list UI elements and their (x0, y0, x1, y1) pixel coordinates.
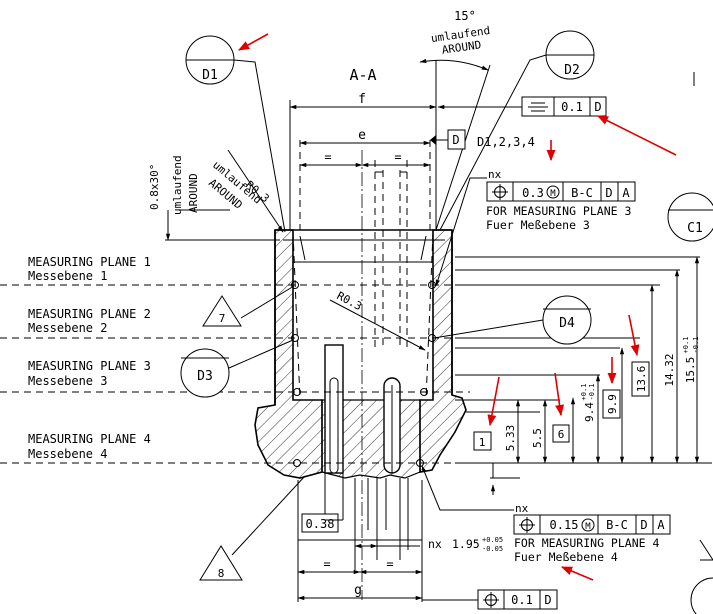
fcf-bottom-value: 0.1 (511, 593, 533, 607)
red-arrow-flatness (596, 115, 677, 156)
balloon-d3-label: D3 (197, 369, 213, 384)
dim-9-9: 9.9 (606, 394, 619, 414)
plane1-de: Messebene 1 (28, 269, 107, 283)
red-annotation-arrows (238, 33, 677, 581)
dim-5-5: 5.5 (531, 428, 544, 448)
angle-value: 15° (454, 9, 476, 23)
pitch-value: 1.95 (452, 537, 480, 551)
fcf-bottom: 0.1 D (422, 589, 558, 610)
balloon-d1: D1 (185, 35, 286, 233)
fcf-flatness: 0.1 D (437, 96, 607, 117)
inner-radius-label: R0.3 (335, 289, 365, 313)
dim-6: 6 (558, 428, 565, 441)
red-arrow-plane4 (560, 566, 594, 581)
pitch-prefix: nx (428, 537, 442, 551)
fcf-plane3-nx: nx (488, 168, 502, 181)
red-arrow-d1 (238, 33, 269, 51)
dim-9-4: 9.4 (583, 402, 596, 422)
dim-15-5-tol-dn: -0.1 (692, 337, 700, 354)
fcf-plane3-datum2: D (605, 186, 612, 200)
chamfer-en: AROUND (187, 173, 200, 213)
fcf-plane4-datum1: B-C (606, 518, 628, 532)
dim-15-5-tol-up: +0.1 (682, 337, 690, 354)
fcf-plane3: nx 0.3 M B-C D A FOR MEASURING PLANE 3 F… (435, 168, 636, 287)
dim-f: f (358, 92, 366, 107)
plane-labels: MEASURING PLANE 1 Messebene 1 MEASURING … (28, 255, 151, 461)
measuring-plane-lines (0, 256, 712, 479)
dim-9-4-tol-dn: -0.1 (588, 384, 596, 401)
dim-1: 1 (479, 436, 486, 449)
fcf-plane3-mod: M (550, 189, 556, 199)
chamfer-value: 0.8x30° (148, 164, 161, 210)
plane4-en: MEASURING PLANE 4 (28, 432, 151, 446)
datum-d-letter: D (452, 133, 459, 147)
dim-0-38: 0.38 (306, 517, 335, 531)
red-arrow-1 (487, 376, 500, 427)
fcf-plane3-de: Fuer Meßebene 3 (486, 218, 590, 232)
angle-en: AROUND (441, 38, 482, 56)
bottom-dimensions: 0.38 nx 1.95 +0.05 -0.05 = = g (297, 513, 503, 601)
plane3-en: MEASURING PLANE 3 (28, 359, 151, 373)
fcf-plane4-nx: nx (515, 502, 529, 515)
inner-radius: R0.3 (329, 289, 426, 351)
balloon-d4-label: D4 (559, 316, 575, 331)
datum-d: D D1,2,3,4 (430, 129, 535, 150)
balloon-d2: D2 (439, 30, 595, 231)
triangle-7: 7 (202, 285, 295, 327)
fcf-bottom-datum: D (544, 593, 551, 607)
fcf-plane4-mod: M (585, 522, 591, 532)
chamfer-annotation: 0.8x30° umlaufend AROUND R0.3 umlaufend … (148, 149, 284, 241)
dim-g: g (354, 583, 362, 598)
chamfer-de: umlaufend (171, 155, 184, 215)
plane2-de: Messebene 2 (28, 321, 107, 335)
fcf-plane4-de: Fuer Meßebene 4 (514, 550, 618, 564)
dim-bottom-eq-right: = (386, 557, 393, 571)
red-arrow-6 (554, 372, 565, 417)
border-fragments (690, 72, 713, 614)
fcf-plane4-datum3: A (657, 518, 665, 532)
dim-14-32: 14.32 (663, 353, 676, 386)
angle-annotation: 15° umlaufend AROUND (419, 9, 491, 231)
fcf-plane3-datum3: A (622, 186, 630, 200)
section-title: A-A (349, 66, 376, 84)
fcf-plane4-en: FOR MEASURING PLANE 4 (514, 536, 659, 550)
fcf-plane3-value: 0.3 (522, 186, 544, 200)
triangle-8-label: 8 (218, 567, 225, 580)
dim-bottom-eq-left: = (323, 557, 330, 571)
vertical-dimensions: 1 5.33 5.5 6 9.4 +0.1 -0.1 9.9 13.6 14.3… (473, 256, 700, 495)
triangle-8: 8 (199, 475, 306, 581)
dim-15-5: 15.5 (684, 357, 697, 384)
dim-e: e (358, 128, 366, 143)
datum-d-label: D1,2,3,4 (477, 135, 535, 149)
top-dimensions: f e = = (289, 92, 437, 173)
fcf-plane3-datum1: B-C (571, 186, 593, 200)
balloon-c1: C1 (667, 192, 713, 242)
fcf-flatness-datum: D (594, 100, 601, 114)
balloon-d1-label: D1 (202, 68, 218, 83)
dim-5-33: 5.33 (504, 425, 517, 452)
part-section (254, 229, 467, 479)
fcf-plane3-en: FOR MEASURING PLANE 3 (486, 204, 631, 218)
dim-eq-left: = (324, 150, 331, 164)
fcf-plane4-value: 0.15 (550, 518, 579, 532)
pitch-tol-up: +0.05 (482, 536, 503, 544)
balloon-d3: D3 (180, 339, 294, 398)
balloon-c1-label: C1 (687, 221, 703, 236)
fcf-plane4: nx 0.15 M B-C D A FOR MEASURING PLANE 4 … (421, 465, 671, 564)
balloon-d4: D4 (433, 295, 592, 345)
plane1-en: MEASURING PLANE 1 (28, 255, 151, 269)
pitch-tol-dn: -0.05 (482, 545, 503, 553)
red-arrow-13-6 (628, 314, 640, 357)
plane3-de: Messebene 3 (28, 374, 107, 388)
fcf-plane4-datum2: D (640, 518, 647, 532)
dim-9-4-tol-up: +0.1 (580, 384, 588, 401)
triangle-7-label: 7 (219, 312, 226, 325)
dim-eq-right: = (394, 150, 401, 164)
fcf-flatness-value: 0.1 (561, 100, 583, 114)
plane2-en: MEASURING PLANE 2 (28, 307, 151, 321)
dim-13-6: 13.6 (635, 366, 648, 393)
balloon-d2-label: D2 (564, 63, 580, 78)
plane4-de: Messebene 4 (28, 447, 107, 461)
